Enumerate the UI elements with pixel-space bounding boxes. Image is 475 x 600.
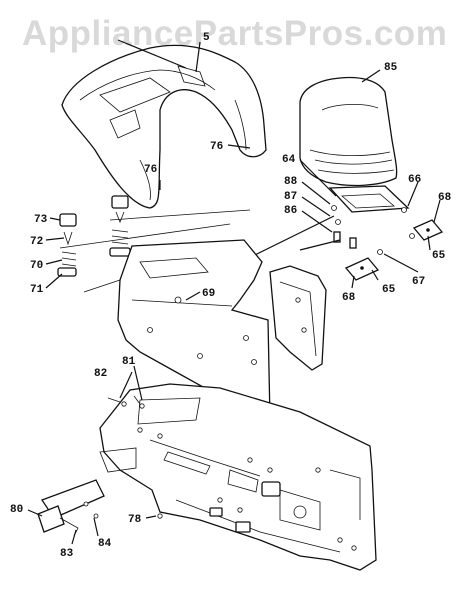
fender-part <box>61 44 267 209</box>
callout-64: 64 <box>282 154 296 166</box>
rear-panel-part <box>269 265 327 371</box>
frame-bolts <box>107 395 145 409</box>
seat-bolts <box>331 205 407 249</box>
frame-part <box>99 383 377 571</box>
callout-88: 88 <box>284 176 298 188</box>
leader-line <box>301 196 331 217</box>
leader-line <box>45 273 63 289</box>
callout-84: 84 <box>98 538 112 550</box>
leader-line <box>117 39 187 69</box>
seat-bracket-lower <box>344 249 383 281</box>
leader-line <box>299 239 341 251</box>
seat-part <box>299 76 410 213</box>
callout-65-right: 65 <box>432 250 446 262</box>
callout-68-right: 68 <box>438 192 452 204</box>
leader-line <box>27 509 43 517</box>
leader-line <box>49 217 61 221</box>
front-bracket-part <box>37 447 137 537</box>
callout-81: 81 <box>122 356 136 368</box>
callout-68-lower: 68 <box>342 292 356 304</box>
spring-assembly-left <box>57 213 77 277</box>
leader-line <box>433 199 441 223</box>
callout-86: 86 <box>284 205 297 217</box>
leader-line <box>361 69 381 83</box>
spring-assembly-center <box>109 195 131 257</box>
callout-69: 69 <box>202 288 215 300</box>
leader-line <box>45 237 65 241</box>
leader-line <box>407 181 419 207</box>
callout-85: 85 <box>384 62 398 74</box>
callout-87: 87 <box>284 191 297 203</box>
callout-80: 80 <box>10 504 23 516</box>
callout-65-lower: 65 <box>382 284 396 296</box>
leader-line <box>427 235 431 251</box>
leader-line <box>71 529 77 545</box>
dash-panel-part <box>117 239 271 422</box>
leader-line <box>133 365 143 401</box>
leader-line <box>45 259 63 265</box>
leader-line <box>195 41 201 73</box>
callout-82: 82 <box>94 368 107 380</box>
leader-line <box>371 269 379 281</box>
callout-71: 71 <box>30 284 44 296</box>
callout-76-left: 76 <box>144 164 157 176</box>
callout-70: 70 <box>30 260 43 272</box>
leader-line <box>301 181 331 205</box>
leader-line <box>93 517 99 537</box>
leader-line <box>185 291 201 301</box>
leader-line <box>145 515 157 519</box>
callout-78: 78 <box>128 514 142 526</box>
leader-line <box>119 371 133 399</box>
callout-5: 5 <box>203 32 210 44</box>
callout-73: 73 <box>34 214 48 226</box>
callout-83: 83 <box>60 548 74 560</box>
leader-line <box>383 253 419 273</box>
bolt-78 <box>157 513 163 519</box>
callout-67: 67 <box>412 276 425 288</box>
callout-66: 66 <box>408 174 421 186</box>
callout-72: 72 <box>30 236 43 248</box>
seat-bracket-right <box>409 219 444 241</box>
leader-line <box>299 159 337 197</box>
leader-line <box>227 144 251 149</box>
leader-line <box>301 210 333 233</box>
leader-line <box>351 275 355 289</box>
watermark: AppliancePartsPros.com <box>22 14 448 53</box>
callout-76-right: 76 <box>210 141 223 153</box>
